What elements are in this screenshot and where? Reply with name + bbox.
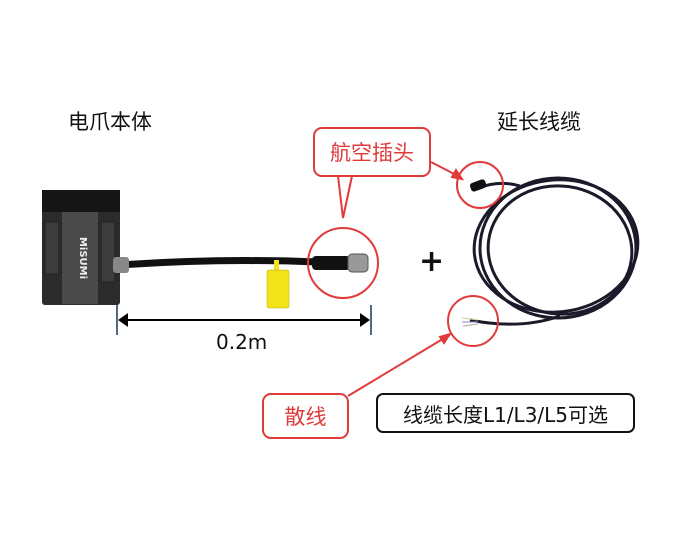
dimension-line (116, 305, 372, 335)
extension-cable-label: 延长线缆 (497, 110, 581, 134)
gripper-body-image: MiSUMi (42, 190, 120, 305)
wire-end-highlight-circle (447, 295, 499, 347)
aviation-plug-callout: 航空插头 (313, 127, 431, 177)
brand-logo: MiSUMi (77, 237, 88, 279)
extension-cable-coil (469, 176, 640, 326)
short-cable (119, 257, 319, 269)
plus-sign: + (419, 244, 445, 279)
cable-length-options-box: 线缆长度L1/L3/L5可选 (376, 393, 635, 433)
loose-wires-callout: 散线 (262, 393, 349, 439)
connector (312, 256, 350, 270)
yellow-tag (266, 260, 290, 309)
callout-arrows (347, 161, 465, 397)
plug-end-highlight-circle (456, 161, 504, 209)
gripper-body-label: 电爪本体 (68, 110, 152, 134)
cable-gland (113, 257, 129, 273)
callout-tail (337, 175, 353, 219)
connector-highlight-circle (307, 227, 379, 299)
loose-wires (461, 317, 479, 327)
cable-length-label: 0.2m (216, 330, 268, 354)
